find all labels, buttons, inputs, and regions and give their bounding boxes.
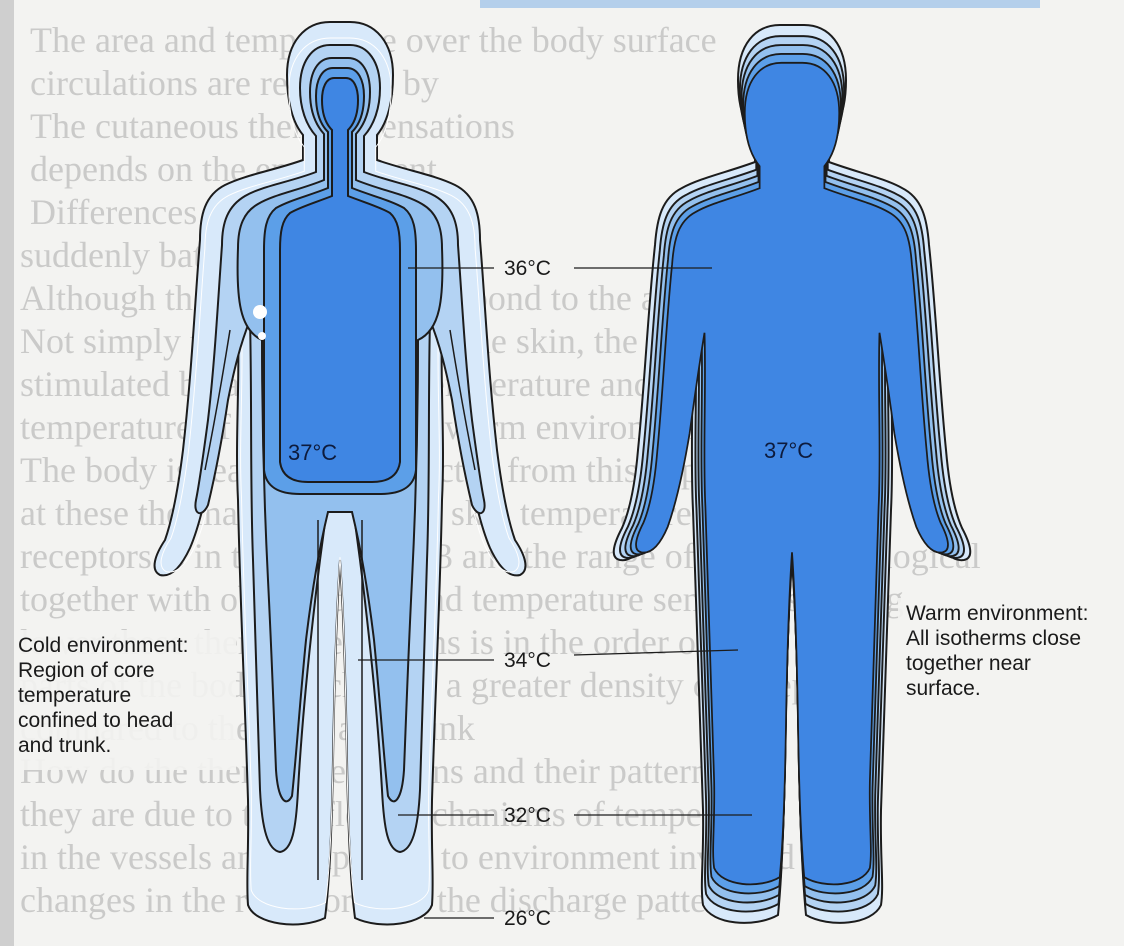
isotherm-32-label: 32°C [504, 804, 551, 827]
cold-caption-line: Cold environment: [18, 634, 188, 657]
background-text-line: The cutaneous thermal sensations [30, 106, 515, 146]
cold-caption: Cold environment: Region of core tempera… [14, 630, 236, 770]
cold-caption-line: confined to head [18, 709, 173, 732]
cold-caption-line: temperature [18, 684, 131, 707]
isotherm-34-label: 34°C [504, 649, 551, 672]
warm-core-label: 37°C [764, 438, 813, 463]
isotherm-36-label: 36°C [504, 257, 551, 280]
scan-top-edge [480, 0, 1040, 8]
warm-caption: Warm environment: All isotherms close to… [898, 598, 1116, 714]
warm-caption-line: together near [906, 652, 1031, 675]
cold-caption-line: and trunk. [18, 734, 111, 757]
cold-core-label: 37°C [288, 440, 337, 465]
isotherm-26-label: 26°C [504, 907, 551, 930]
warm-caption-line: Warm environment: [906, 602, 1088, 625]
warm-caption-line: All isotherms close [906, 627, 1081, 650]
scan-margin [0, 0, 14, 946]
warm-caption-line: surface. [906, 677, 981, 700]
cold-caption-line: Region of core [18, 659, 155, 682]
